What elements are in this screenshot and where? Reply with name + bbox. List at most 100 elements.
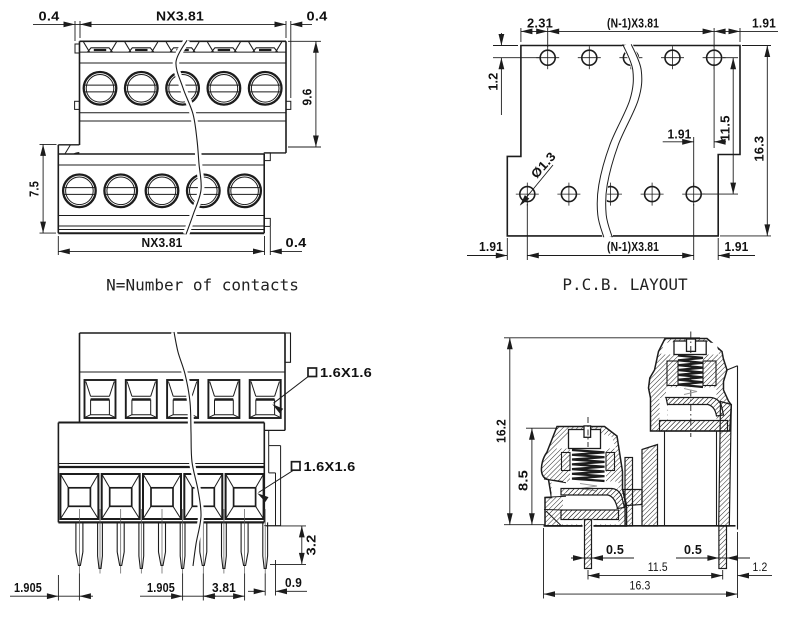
drawing-rect [583, 425, 592, 438]
drawing-line [726, 365, 738, 371]
dim-section-total-height: 16.2 [495, 337, 700, 526]
upper-block-front [74, 40, 292, 154]
drawing-circle [230, 176, 259, 206]
pcb-layout-view: 2.31 (N-1)X3.81 1.91 1.2 Ø1.3 1.91 11.5 … [467, 17, 778, 294]
screw-front [206, 70, 242, 106]
pcb-view-label: P.C.B. LAYOUT [562, 275, 688, 294]
callout-upper-opening: 1.6X1.6 [270, 366, 372, 414]
dim-pcb-top-offset: 1.2 [487, 33, 540, 115]
wire-opening-upper [124, 379, 158, 419]
dim-section-pin-spacing: 11.5 [587, 562, 724, 580]
dim-text-pcb-left-inset: 2.31 [527, 17, 553, 31]
drawing-circle [250, 74, 280, 103]
drawing-rect [67, 486, 92, 508]
drawing-rect [605, 451, 616, 472]
pin [97, 509, 103, 574]
wire-funnel [206, 41, 241, 53]
drawing-line [225, 473, 235, 489]
dim-text-front-height-upper: 9.6 [301, 89, 315, 106]
dim-text-pcb-bottom-span: (N-1)X3.81 [607, 240, 659, 254]
clamp-saddle [560, 487, 626, 510]
drawing-path [220, 555, 227, 570]
drawing-circle [247, 70, 283, 106]
drawing-rect [248, 379, 282, 419]
drawing-rect [560, 451, 571, 472]
drawing-line [59, 473, 69, 489]
drawing-path [210, 47, 237, 53]
break-band [596, 42, 643, 239]
dim-front-height-lower: 7.5 [28, 143, 57, 234]
dim-pcb-stagger: 1.91 [662, 63, 726, 187]
dim-text-pcb-top-right-margin: 1.91 [752, 17, 776, 31]
drawing-path [641, 443, 659, 527]
section-view: 16.2 8.5 0.5 0.5 11.5 1.2 16.3 [495, 331, 772, 599]
side-wing [263, 152, 271, 162]
screw-front [61, 173, 97, 209]
drawing-circle [227, 173, 263, 209]
drawing-line [131, 506, 141, 520]
drawing-line [232, 381, 239, 397]
drawing-line [109, 414, 115, 418]
dim-text-pcb-height: 16.3 [752, 136, 766, 162]
dim-rear-bottom: 1.905 1.905 3.81 0.9 [10, 560, 307, 601]
drawing-line [213, 506, 223, 520]
dim-text-section-pin-spacing: 11.5 [648, 562, 668, 574]
dim-text-section-lower-height: 8.5 [517, 470, 531, 491]
dim-rear-pin-length: 3.2 [266, 525, 318, 565]
break-line-left [596, 44, 634, 238]
dim-section-lower-height: 8.5 [517, 427, 558, 525]
dim-front-top: 0.4 NX3.81 0.4 [33, 10, 328, 98]
upper-clamp-unit [647, 331, 739, 570]
drawing-circle [147, 176, 177, 206]
drawing-line [274, 414, 281, 418]
drawing-line [543, 478, 564, 483]
dim-text-section-rear-offset: 1.2 [753, 562, 768, 574]
drawing-line [101, 473, 111, 489]
cavity [568, 429, 601, 449]
drawing-line [167, 414, 174, 418]
wire-funnel [83, 41, 117, 53]
drawing-path [128, 47, 155, 53]
drawing-path [252, 47, 279, 53]
drawing-line [258, 469, 294, 493]
pin [116, 509, 125, 574]
drawing-path [661, 342, 674, 355]
drawing-rect [307, 367, 318, 378]
pcb-hole [557, 182, 581, 206]
dim-text-pcb-stagger: 1.91 [668, 128, 692, 142]
drawing-path [97, 555, 103, 570]
dim-pcb-height: 16.3 [720, 45, 771, 237]
drawing-line [150, 381, 156, 397]
latch-tab [284, 332, 292, 363]
dim-text-rear-left-offset: 1.905 [14, 581, 42, 595]
screw-front [144, 173, 180, 209]
dim-text-rear-stagger: 1.905 [147, 581, 175, 595]
break-line [175, 39, 202, 235]
dim-pcb-top: 2.31 (N-1)X3.81 1.91 [520, 17, 778, 47]
dim-text-front-top-right: 0.4 [307, 10, 328, 24]
drawing-line [250, 414, 257, 418]
screw-thread [677, 354, 704, 389]
drawing-circle [144, 173, 180, 209]
drawing-line [167, 381, 174, 397]
pcb-hole [515, 182, 539, 206]
drawing-line [126, 414, 133, 418]
dim-text-pcb-top-span: (N-1)X3.81 [607, 17, 659, 31]
side-wing [285, 100, 292, 110]
lower-clamp-unit [540, 417, 628, 570]
drawing-circle [103, 173, 139, 209]
drawing-path [179, 555, 186, 570]
clamp-bottom-bar [658, 419, 729, 432]
drawing-line [85, 414, 91, 418]
drawing-rect [166, 379, 200, 419]
pcb-hole [577, 46, 601, 70]
drawing-line [131, 473, 141, 489]
dim-text-section-total-height: 16.2 [495, 419, 509, 443]
drawing-line [209, 414, 215, 418]
dim-text-pcb-top-offset: 1.2 [487, 73, 501, 91]
side-wing [74, 100, 80, 110]
wire-opening-upper [248, 379, 282, 419]
pin [262, 509, 269, 574]
break-line-right [605, 44, 643, 238]
drawing-line [255, 473, 265, 489]
